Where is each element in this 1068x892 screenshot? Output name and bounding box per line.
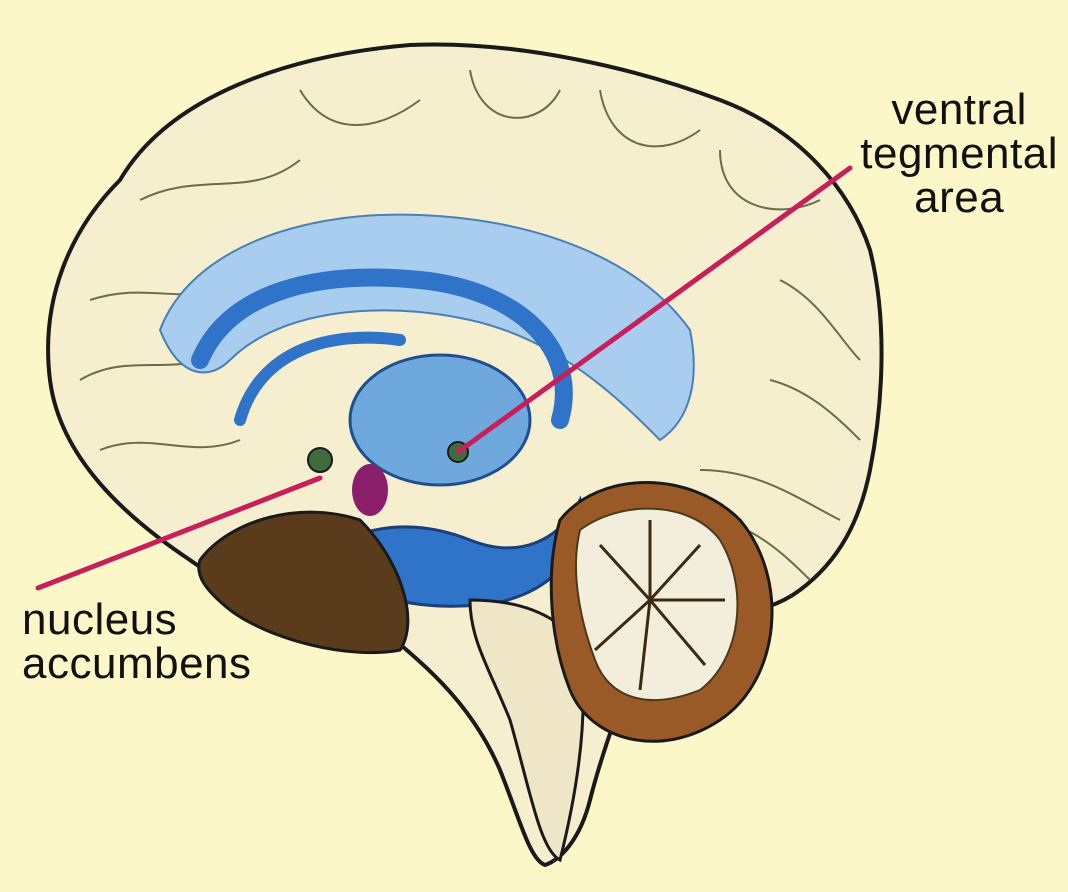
- nucleus-accumbens-label: nucleus accumbens: [22, 598, 252, 686]
- cerebellum-arbor: [576, 509, 737, 700]
- nac-label-line-1: nucleus: [22, 598, 252, 642]
- vta-label-line-2: tegmental: [860, 132, 1058, 176]
- hypothalamus: [352, 464, 388, 516]
- vta-label-line-3: area: [860, 176, 1058, 220]
- nucleus-accumbens-structure: [308, 448, 332, 472]
- vta-label-line-1: ventral: [860, 88, 1058, 132]
- vta-label: ventral tegmental area: [860, 88, 1058, 220]
- nac-label-line-2: accumbens: [22, 642, 252, 686]
